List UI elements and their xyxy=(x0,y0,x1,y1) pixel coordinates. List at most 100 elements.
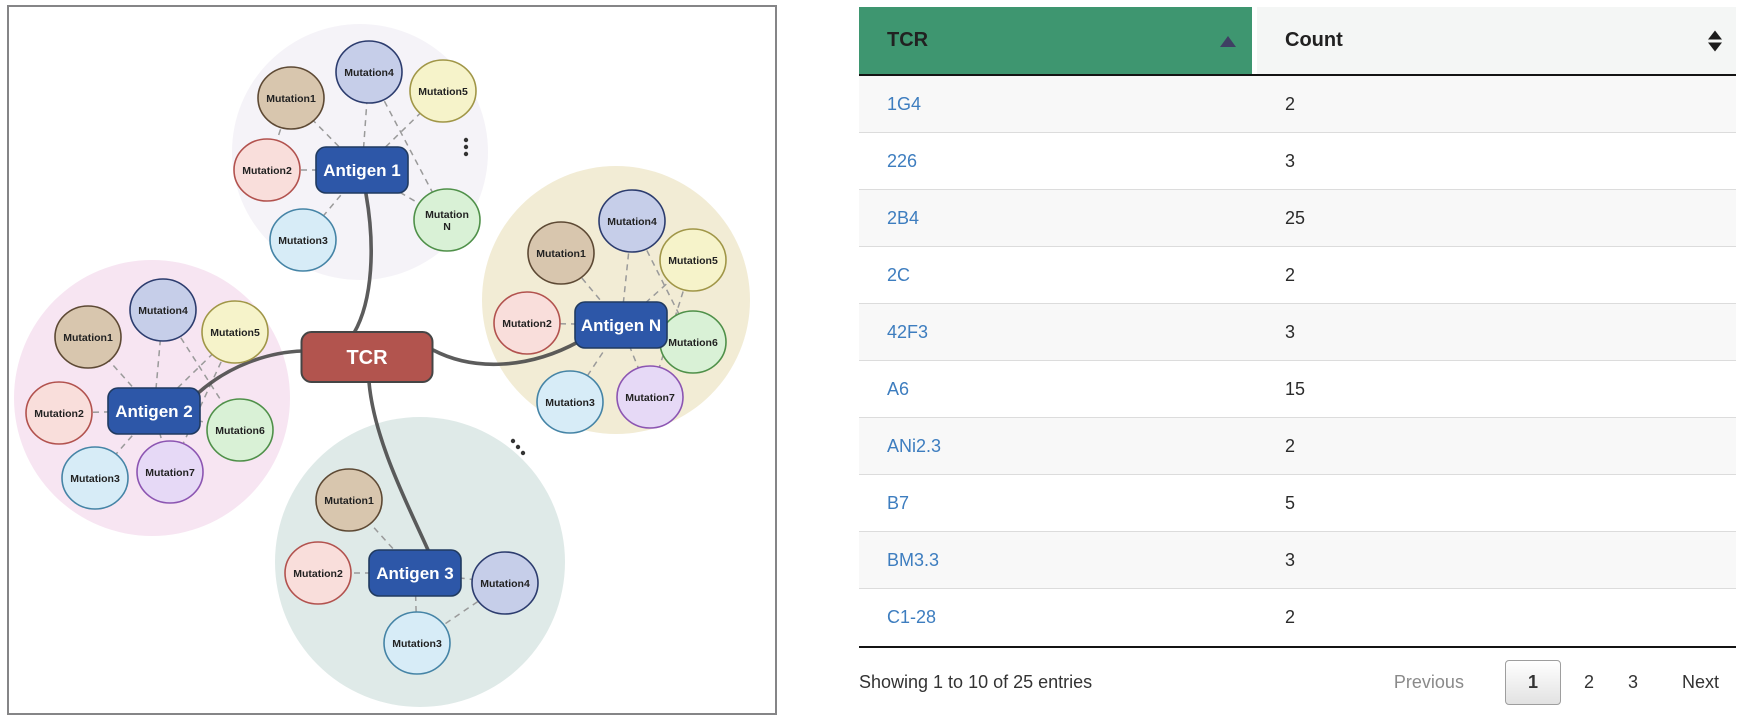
antigen-mutation-edge xyxy=(153,331,236,412)
tcr-link[interactable]: 1G4 xyxy=(887,93,922,114)
cell-count: 5 xyxy=(1285,492,1296,513)
table-header-row: TCR Count xyxy=(859,7,1736,76)
mutation-node-label: Mutation2 xyxy=(242,165,292,177)
cell-count: 3 xyxy=(1285,321,1296,342)
more-clusters-ellipsis xyxy=(510,438,516,444)
antigen-mutation-edge xyxy=(361,90,444,171)
mutation-node-label: Mutation2 xyxy=(34,408,84,420)
mutation-node xyxy=(129,278,197,342)
antigen-node-label: Antigen N xyxy=(581,316,661,335)
mutation-node xyxy=(659,228,727,292)
tcr-link[interactable]: 2B4 xyxy=(887,207,920,228)
tcr-link[interactable]: B7 xyxy=(887,492,910,513)
pagination-page-2[interactable]: 2 xyxy=(1583,672,1594,692)
mutation-node-label: Mutation1 xyxy=(266,93,316,105)
mutation-node xyxy=(383,611,451,675)
cell-tcr: B7 xyxy=(859,493,1257,514)
mutation-node-label: Mutation5 xyxy=(210,327,260,339)
pagination-page-3[interactable]: 3 xyxy=(1627,672,1638,692)
column-header-count-label: Count xyxy=(1285,29,1343,51)
column-header-count[interactable]: Count xyxy=(1257,7,1736,74)
antigen-node-label: Antigen 1 xyxy=(323,161,400,180)
mutation-node-label: Mutation4 xyxy=(480,578,530,590)
more-clusters-ellipsis xyxy=(515,444,521,450)
antigen-node xyxy=(315,146,409,194)
cell-tcr: A6 xyxy=(859,379,1257,400)
antigen-node-label: Antigen 3 xyxy=(376,564,453,583)
table-footer: Showing 1 to 10 of 25 entries Previous 1 2… xyxy=(859,660,1736,705)
mutation-node-label: Mutation1 xyxy=(324,495,374,507)
table-row: B7 5 xyxy=(859,475,1736,532)
cell-count: 3 xyxy=(1285,150,1296,171)
antigen-node xyxy=(107,387,201,435)
tcr-antigen-link-curve xyxy=(352,192,373,335)
tcr-node-label: TCR xyxy=(346,347,388,369)
mutation-node-label: Mutation7 xyxy=(625,392,675,404)
cell-count: 2 xyxy=(1285,607,1296,627)
cell-tcr: 2B4 xyxy=(859,208,1257,229)
mutation-node-label: Mutation5 xyxy=(668,255,718,267)
table-row: 226 3 xyxy=(859,133,1736,190)
antigen-node-label: Antigen 2 xyxy=(115,402,192,421)
mutation-node-label: Mutation6 xyxy=(215,425,265,437)
mutation-node xyxy=(233,138,301,202)
cell-count: 2 xyxy=(1285,264,1296,285)
mutation-node-label: Mutation2 xyxy=(293,568,343,580)
tcr-link[interactable]: 226 xyxy=(887,150,918,171)
tcr-link[interactable]: ANi2.3 xyxy=(887,435,942,456)
pagination-page-1[interactable]: 1 xyxy=(1504,660,1561,705)
mutation-node xyxy=(269,208,337,272)
mutation-node-label: Mutation1 xyxy=(536,248,586,260)
mutation-node xyxy=(413,188,481,252)
table-row: 2C 2 xyxy=(859,247,1736,304)
cell-tcr: BM3.3 xyxy=(859,550,1257,571)
mutation-node xyxy=(315,468,383,532)
table-row: BM3.3 3 xyxy=(859,532,1736,589)
more-clusters-ellipsis xyxy=(520,450,526,456)
tcr-link[interactable]: A6 xyxy=(887,378,910,399)
mutation-node xyxy=(61,446,129,510)
more-clusters-ellipsis xyxy=(463,151,469,157)
more-clusters-ellipsis xyxy=(463,144,469,150)
cell-tcr: C1-28 xyxy=(859,607,1257,628)
cell-count: 15 xyxy=(1285,378,1306,399)
mutation-node-label: Mutation3 xyxy=(392,638,442,650)
mutation-node-label: Mutation3 xyxy=(70,473,120,485)
mutation-node-label: Mutation6 xyxy=(668,337,718,349)
cell-count: 3 xyxy=(1285,549,1296,570)
tcr-link[interactable]: C1-28 xyxy=(887,607,937,627)
mutation-node xyxy=(257,66,325,130)
table-row: A6 15 xyxy=(859,361,1736,418)
tcr-antigen-link-curve xyxy=(367,380,430,552)
tcr-link[interactable]: 42F3 xyxy=(887,321,929,342)
column-header-tcr-label: TCR xyxy=(887,29,929,51)
tcr-antigen-link-curve xyxy=(195,349,305,396)
mutation-node xyxy=(201,300,269,364)
network-diagram-svg: Mutation1Mutation4Mutation5Mutation2Muta… xyxy=(14,24,750,707)
mutation-node-label: Mutation4 xyxy=(344,67,394,79)
mutation-node xyxy=(616,365,684,429)
cell-tcr: ANi2.3 xyxy=(859,436,1257,457)
more-clusters-ellipsis xyxy=(463,137,469,143)
mutation-node xyxy=(409,59,477,123)
mutation-node xyxy=(284,541,352,605)
mutation-node-label: Mutation5 xyxy=(418,86,468,98)
pagination-next[interactable]: Next xyxy=(1681,672,1719,692)
table-row: 42F3 3 xyxy=(859,304,1736,361)
pagination-previous[interactable]: Previous xyxy=(1393,672,1464,692)
tcr-link[interactable]: BM3.3 xyxy=(887,549,940,570)
column-header-tcr[interactable]: TCR xyxy=(859,7,1257,74)
mutation-node-label: Mutation3 xyxy=(278,235,328,247)
table-info: Showing 1 to 10 of 25 entries xyxy=(859,672,1093,692)
tcr-link[interactable]: 2C xyxy=(887,264,911,285)
mutation-node xyxy=(598,189,666,253)
mutation-node-label: Mutation3 xyxy=(545,397,595,409)
mutation-node xyxy=(471,551,539,615)
tcr-node xyxy=(300,331,434,383)
mutation-node xyxy=(493,291,561,355)
